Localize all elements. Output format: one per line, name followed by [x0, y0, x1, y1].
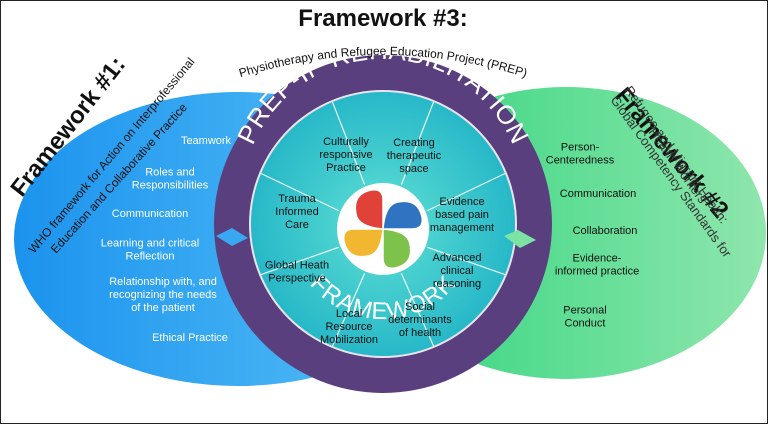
- framework-1-item-line: Roles and: [145, 167, 195, 179]
- framework-1-item-line: Responsibilities: [132, 180, 209, 192]
- logo-petal: [354, 188, 384, 230]
- framework-2-item-line: Communication: [560, 188, 636, 200]
- segment-label-line: Informed: [275, 206, 318, 218]
- framework-2-item: Collaboration: [573, 225, 638, 237]
- framework-2-items: Person-CenterednessCommunicationCollabor…: [546, 142, 639, 330]
- segment-divider: [400, 101, 435, 185]
- segment-divider: [331, 273, 366, 347]
- segment-label-line: Global Heath: [265, 260, 329, 272]
- framework-2-item: Communication: [560, 188, 636, 200]
- segment-label-line: Advanced: [433, 252, 482, 264]
- segment-divider: [331, 101, 366, 185]
- segment-label-line: determinants: [388, 314, 452, 326]
- framework-3-title: Framework #3:: [298, 5, 467, 32]
- framework-1-item-line: Learning and critical: [101, 238, 199, 250]
- logo-petal: [342, 228, 384, 258]
- segment-dividers: [260, 101, 506, 347]
- framework-2-item-line: Evidence-: [573, 253, 622, 265]
- segment-divider: [427, 172, 506, 212]
- segment-label-line: Care: [285, 219, 309, 231]
- framework-1-item: Ethical Practice: [152, 332, 228, 344]
- right-ring-notch: [504, 230, 536, 248]
- segment-label-line: Trauma: [278, 193, 316, 205]
- segment-label-line: reasoning: [433, 278, 481, 290]
- logo-petal: [382, 200, 424, 230]
- framework-1-item-line: Relationship with, and: [109, 276, 217, 288]
- framework-1-item: Communication: [112, 208, 188, 220]
- framework-1-item-line: Communication: [112, 208, 188, 220]
- segment-label-line: Evidence: [439, 196, 484, 208]
- segment-label-line: Practice: [326, 162, 366, 174]
- framework-1-item-line: Teamwork: [181, 135, 232, 147]
- segment-label-line: Resource: [325, 321, 372, 333]
- segment-label-line: of health: [399, 327, 441, 339]
- segment-label-line: space: [399, 163, 428, 175]
- segment-label-line: Culturally: [323, 136, 369, 148]
- prep-logo-icon: [342, 188, 424, 270]
- framework-2-item-line: Conduct: [565, 318, 606, 330]
- logo-petal: [382, 228, 412, 270]
- framework-1-item: Teamwork: [181, 135, 232, 147]
- framework-1-item-line: Ethical Practice: [152, 332, 228, 344]
- framework-1-item-line: of the patient: [131, 302, 195, 314]
- segment-label-line: therapeutic: [387, 150, 442, 162]
- segment-label-line: Creating: [393, 137, 435, 149]
- framework-2-item-line: Collaboration: [573, 225, 638, 237]
- framework-2-item: Evidence-informed practice: [555, 253, 639, 278]
- segment-label-line: Local: [336, 308, 362, 320]
- left-ring-notch: [216, 228, 248, 246]
- segment-divider: [260, 246, 339, 276]
- segment-label-line: Perspective: [268, 273, 325, 285]
- segment-divider: [260, 172, 339, 212]
- framework-2-item-line: informed practice: [555, 266, 639, 278]
- framework-2-item-line: Person-: [561, 142, 600, 154]
- segment-label-line: responsive: [319, 149, 372, 161]
- segment-label-line: management: [430, 222, 494, 234]
- framework-2-item-line: Centeredness: [546, 155, 615, 167]
- segment-label-line: clinical: [440, 265, 473, 277]
- framework-1-item-line: recognizing the needs: [109, 289, 217, 301]
- framework-2-item: Person-Centeredness: [546, 142, 615, 167]
- segment-label-line: Mobilization: [320, 334, 378, 346]
- segment-label-line: Social: [405, 301, 435, 313]
- segment-divider: [427, 246, 506, 276]
- segment-divider: [400, 273, 435, 347]
- segment-label-line: based pain: [435, 209, 489, 221]
- framework-2-item-line: Personal: [563, 305, 606, 317]
- framework-1-item-line: Reflection: [126, 251, 175, 263]
